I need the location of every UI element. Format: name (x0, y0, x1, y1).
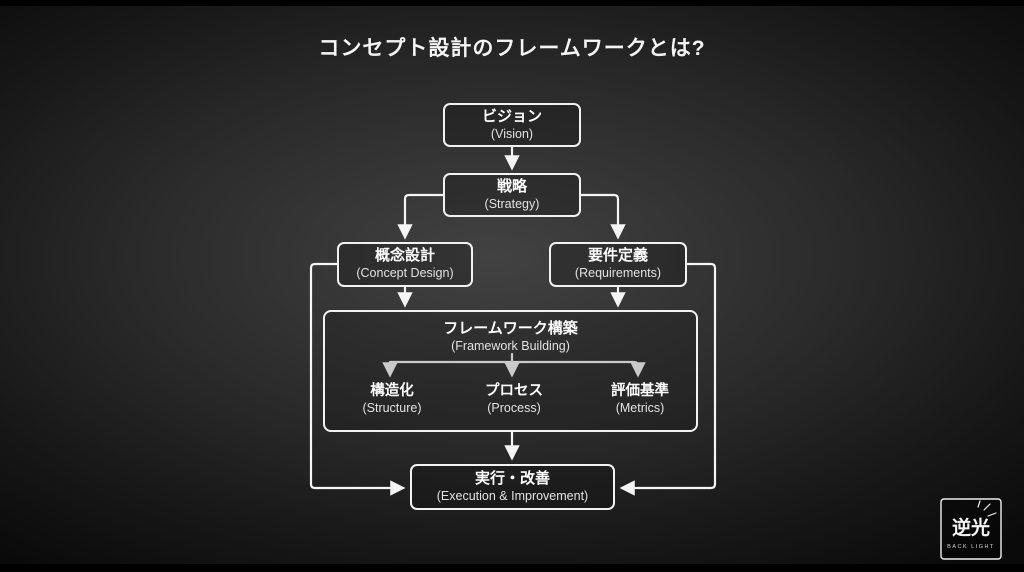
node-strategy: 戦略 (Strategy) (443, 173, 581, 217)
node-concept-label-jp: 概念設計 (374, 247, 435, 265)
logo-border (940, 498, 1002, 560)
node-strategy-label-jp: 戦略 (496, 177, 527, 195)
logo-graphic: 逆光 BACK LIGHT (940, 498, 1002, 560)
node-process-label-en: (Process) (487, 400, 541, 415)
node-metrics-label-jp: 評価基準 (611, 383, 669, 399)
logo-kanji: 逆光 (952, 516, 990, 539)
node-requirements-label-jp: 要件定義 (587, 247, 648, 265)
node-vision: ビジョン (Vision) (443, 103, 581, 147)
node-execution-label-en: (Execution & Improvement) (436, 488, 589, 503)
node-requirements-label-en: (Requirements) (574, 266, 662, 281)
letterbox-bottom (0, 564, 1024, 572)
node-process-label-jp: プロセス (485, 383, 543, 399)
node-metrics: 評価基準 (Metrics) (585, 382, 695, 416)
framework-label-jp: フレームワーク構築 (443, 320, 578, 337)
node-execution-label-jp: 実行・改善 (474, 469, 550, 487)
node-structure-label-jp: 構造化 (370, 383, 414, 399)
page-title: コンセプト設計のフレームワークとは? (318, 37, 706, 60)
node-structure-label-en: (Structure) (362, 400, 422, 415)
arrow-strategy-concept (397, 193, 445, 240)
node-process: プロセス (Process) (459, 382, 569, 416)
arrow-strategy-requirements (579, 193, 626, 240)
framework-heading: フレームワーク構築 (Framework Building) (325, 319, 696, 354)
node-concept-design: 概念設計 (Concept Design) (337, 242, 473, 287)
logo-rays-icon (977, 500, 997, 517)
framework-label-en: (Framework Building) (451, 338, 570, 353)
node-requirements: 要件定義 (Requirements) (549, 242, 687, 287)
node-strategy-label-en: (Strategy) (484, 196, 540, 211)
node-concept-label-en: (Concept Design) (356, 266, 454, 281)
node-framework-building: フレームワーク構築 (Framework Building) 構造化 (Stru… (323, 310, 698, 432)
brand-logo: 逆光 BACK LIGHT (940, 498, 1002, 560)
node-vision-label-jp: ビジョン (481, 107, 542, 125)
node-vision-label-en: (Vision) (490, 126, 534, 141)
node-metrics-label-en: (Metrics) (615, 400, 665, 415)
node-structure: 構造化 (Structure) (337, 382, 447, 416)
node-execution-improvement: 実行・改善 (Execution & Improvement) (410, 464, 615, 510)
letterbox-top (0, 0, 1024, 6)
logo-caption: BACK LIGHT (947, 544, 995, 550)
